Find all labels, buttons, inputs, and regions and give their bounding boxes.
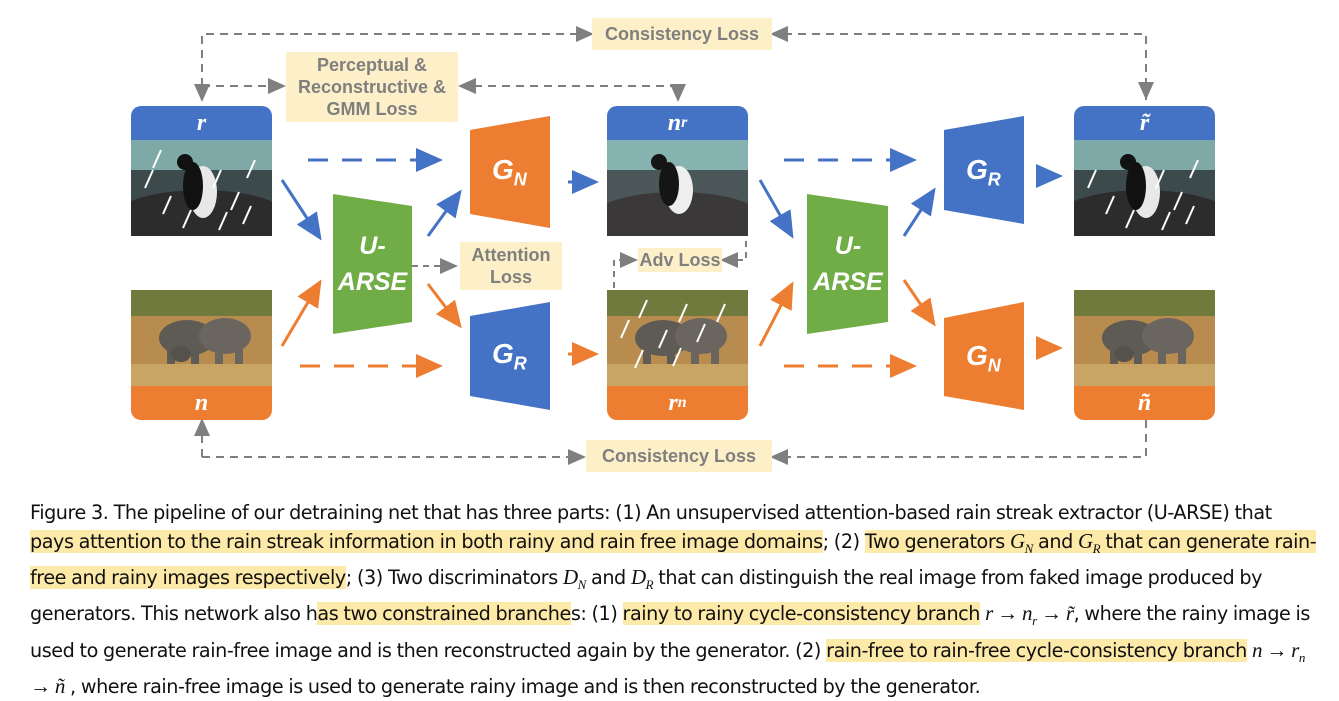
panel-reconstructed-r-tilde: r̃ bbox=[1074, 106, 1215, 236]
generator-gr-1 bbox=[470, 302, 550, 410]
panel-label-r-tilde: r̃ bbox=[1074, 106, 1215, 140]
consistency-loss-top-arrows bbox=[201, 26, 1154, 100]
panel-rainy-input-r: r bbox=[131, 106, 272, 236]
panel-reconstructed-n-tilde: ñ bbox=[1074, 290, 1215, 420]
panel-clean-input-n: n bbox=[131, 290, 272, 420]
penguin-rainy-image bbox=[131, 140, 272, 236]
pipeline-diagram: Consistency Loss Perceptual & Reconstruc… bbox=[131, 18, 1215, 472]
elephant-clean-image bbox=[131, 290, 272, 386]
highlight-constrained: as two constrained branche bbox=[317, 602, 571, 626]
perceptual-reconstructive-gmm-loss: Perceptual & Reconstructive & GMM Loss bbox=[286, 52, 458, 122]
highlight-rainfree-branch: rain-free to rain-free cycle-consistency… bbox=[826, 638, 1247, 662]
uarse-label-1: U-ARSE bbox=[337, 232, 408, 296]
generator-gn-1-label: GN bbox=[492, 154, 527, 190]
uarse-module-1 bbox=[333, 194, 412, 334]
highlight-rainy-branch: rainy to rainy cycle-consistency branch bbox=[622, 602, 980, 626]
generator-gn-1 bbox=[470, 116, 550, 228]
perceptual-loss-arrows bbox=[194, 78, 686, 102]
penguin-clean-image bbox=[607, 140, 748, 236]
elephant-rainy-image bbox=[607, 290, 748, 386]
penguin-reconstructed-image bbox=[1074, 140, 1215, 236]
consistency-loss-top: Consistency Loss bbox=[592, 18, 772, 50]
panel-label-r: r bbox=[131, 106, 272, 140]
panel-label-n: n bbox=[131, 386, 272, 420]
generator-gr-2 bbox=[944, 116, 1024, 224]
uarse-module-2 bbox=[807, 194, 888, 334]
consistency-loss-bottom: Consistency Loss bbox=[586, 440, 772, 472]
uarse-label-2: U-ARSE bbox=[813, 232, 883, 296]
generator-gr-1-label: GR bbox=[492, 338, 527, 374]
generator-gn-2 bbox=[944, 302, 1024, 410]
generator-gn-2-label: GN bbox=[966, 340, 1001, 376]
figure-caption: Figure 3. The pipeline of our detraining… bbox=[30, 501, 1317, 698]
attention-loss: Attention Loss bbox=[460, 242, 562, 290]
panel-label-n-tilde: ñ bbox=[1074, 386, 1215, 420]
elephant-reconstructed-image bbox=[1074, 290, 1215, 386]
highlight-attention: pays attention to the rain streak inform… bbox=[30, 530, 823, 553]
consistency-loss-bottom-arrows bbox=[194, 418, 1147, 465]
adv-loss: Adv Loss bbox=[638, 248, 722, 272]
generator-gr-2-label: GR bbox=[966, 154, 1001, 190]
diagram-arrows bbox=[194, 26, 1154, 465]
